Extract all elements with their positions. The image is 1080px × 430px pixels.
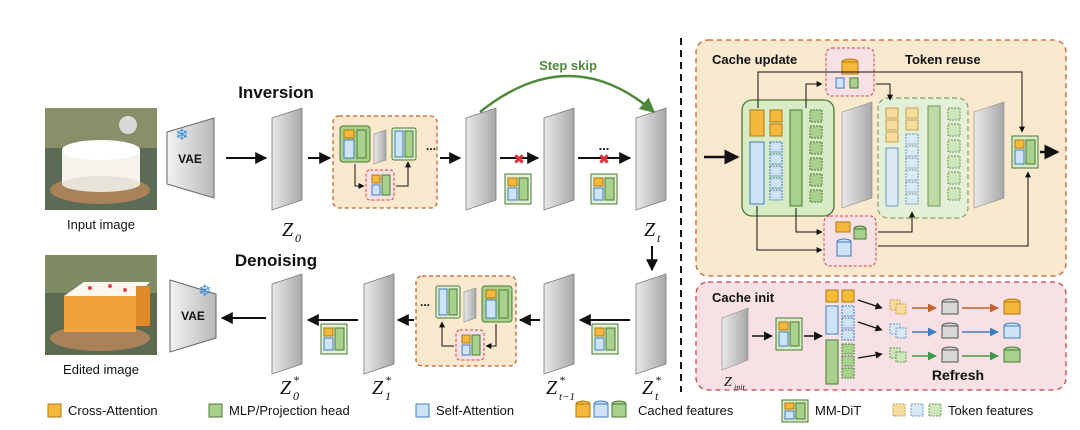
edited-image-caption: Edited image <box>63 362 139 377</box>
vae-label-top: VAE <box>178 152 202 166</box>
latent-label-z1-star: Z 1 * <box>372 373 391 403</box>
svg-text:Z: Z <box>372 377 384 399</box>
svg-text:Z: Z <box>282 219 294 241</box>
latent-label-zinit: Z init <box>724 375 745 392</box>
latent-plate <box>543 107 575 211</box>
svg-text:Z: Z <box>644 219 656 241</box>
legend-cross-attention: Cross-Attention <box>68 403 158 418</box>
latent-plate-z0-star <box>271 273 303 375</box>
mmdit-mini <box>504 173 532 205</box>
latent-plate-zt-1-star <box>543 273 575 375</box>
skip-x-icon: ✖ <box>598 151 610 167</box>
legend-swatch-self-attention <box>415 403 430 418</box>
svg-text:init: init <box>734 383 745 392</box>
latent-label-zt-1-star: Z t−1 * <box>546 373 575 403</box>
legend-token: Token features <box>948 403 1034 418</box>
mmdit-mini <box>591 323 619 355</box>
snowflake-icon: ❄ <box>198 283 211 300</box>
latent-label-zt: Z t <box>644 219 661 245</box>
token-reuse-title: Token reuse <box>905 52 981 67</box>
vae-encoder: VAE ❄ <box>166 117 215 199</box>
mmdit-block-denoising: ... <box>415 275 517 367</box>
inversion-title: Inversion <box>238 83 314 102</box>
svg-text:*: * <box>559 373 565 387</box>
refresh-label: Refresh <box>932 367 984 383</box>
legend-self-attention: Self-Attention <box>436 403 514 418</box>
edited-image <box>45 255 157 355</box>
svg-text:Z: Z <box>724 375 732 390</box>
svg-text:1: 1 <box>385 389 391 403</box>
cache-init-title: Cache init <box>712 290 775 305</box>
latent-label-zt-star: Z t * <box>642 373 661 403</box>
legend-mlp: MLP/Projection head <box>229 403 350 418</box>
cache-init-panel: Cache init Z init <box>695 281 1067 392</box>
mmdit-block-inversion: ... <box>332 115 438 209</box>
latent-label-z0: Z 0 <box>282 219 301 245</box>
legend-cached: Cached features <box>638 403 734 418</box>
latent-plate-zt-star <box>635 273 667 375</box>
svg-text:t: t <box>655 389 659 403</box>
input-image <box>45 108 157 210</box>
ellipsis: ... <box>599 138 610 153</box>
latent-plate-z0 <box>271 107 303 211</box>
step-skip-label: Step skip <box>539 58 597 73</box>
cache-update-title: Cache update <box>712 52 797 67</box>
skip-x-icon: ✖ <box>513 151 525 167</box>
mmdit-mini <box>590 173 618 205</box>
mmdit-mini <box>320 323 348 355</box>
svg-text:Z: Z <box>642 377 654 399</box>
svg-text:0: 0 <box>293 389 299 403</box>
svg-text:*: * <box>655 373 661 387</box>
svg-text:*: * <box>293 373 299 387</box>
svg-text:...: ... <box>426 139 436 153</box>
step-skip-arc <box>479 74 656 113</box>
legend: Cross-Attention MLP/Projection head Self… <box>47 399 1034 423</box>
legend-mmdit: MM-DiT <box>815 403 861 418</box>
legend-swatch-mlp <box>208 403 223 418</box>
denoising-title: Denoising <box>235 251 317 270</box>
svg-text:Z: Z <box>280 377 292 399</box>
latent-plate-z1-star <box>363 273 395 375</box>
svg-text:0: 0 <box>295 231 301 245</box>
cache-update-panel: Cache update Token reuse <box>695 39 1067 277</box>
svg-text:*: * <box>385 373 391 387</box>
svg-text:Z: Z <box>546 377 558 399</box>
latent-plate <box>465 107 497 211</box>
vae-decoder: VAE ❄ <box>169 279 217 353</box>
svg-text:...: ... <box>420 295 430 309</box>
latent-plate-zt <box>635 107 667 211</box>
legend-swatch-cross-attention <box>47 403 62 418</box>
database-icon <box>575 400 627 418</box>
snowflake-icon: ❄ <box>175 127 188 144</box>
vae-label-bottom: VAE <box>181 309 205 323</box>
latent-label-z0-star: Z 0 * <box>280 373 299 403</box>
svg-text:t−1: t−1 <box>559 391 575 403</box>
mmdit-legend-icon <box>781 399 809 423</box>
svg-text:t: t <box>657 231 661 245</box>
input-image-caption: Input image <box>67 217 135 232</box>
